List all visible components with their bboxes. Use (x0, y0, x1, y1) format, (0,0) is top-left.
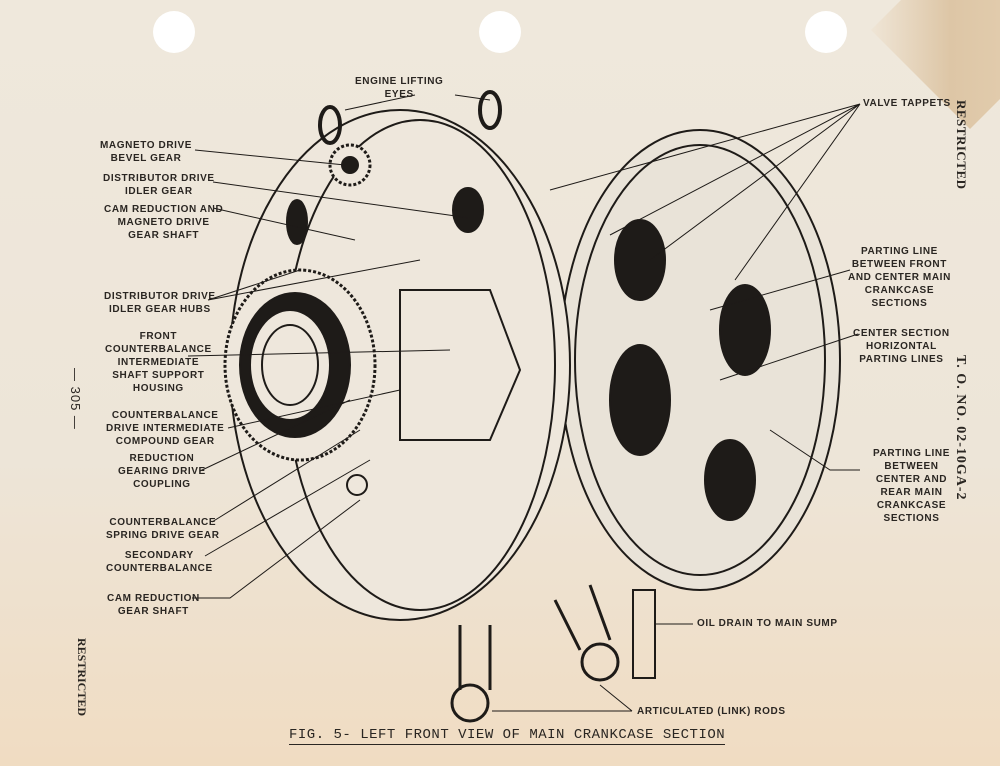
cylinder-pad (719, 284, 771, 376)
label-parting-line-front-center: PARTING LINE BETWEEN FRONT AND CENTER MA… (848, 246, 951, 309)
binder-hole (479, 11, 521, 53)
label-reduction-gearing-coupling: REDUCTION GEARING DRIVE COUPLING (118, 453, 206, 490)
label-articulated-rods: ARTICULATED (LINK) RODS (637, 706, 786, 717)
figure-caption: FIG. 5- LEFT FRONT VIEW OF MAIN CRANKCAS… (289, 727, 726, 745)
label-oil-drain: OIL DRAIN TO MAIN SUMP (697, 618, 838, 629)
label-secondary-counterbalance: SECONDARY COUNTERBALANCE (106, 550, 213, 574)
articulated-rod (458, 625, 492, 690)
tech-order-number: T. O. NO. 02-10GA-2 (953, 355, 968, 501)
cylinder-pad (614, 219, 666, 301)
oil-drain-tube (632, 589, 656, 679)
label-center-section-horizontal: CENTER SECTION HORIZONTAL PARTING LINES (853, 328, 950, 365)
label-distributor-drive-idler-hubs: DISTRIBUTOR DRIVE IDLER GEAR HUBS (104, 291, 216, 315)
label-cam-reduction-magneto-shaft: CAM REDUCTION AND MAGNETO DRIVE GEAR SHA… (104, 204, 224, 241)
restricted-marking-bottom: RESTRICTED (75, 638, 89, 717)
cylinder-pad (609, 344, 671, 456)
label-distributor-drive-idler-gear: DISTRIBUTOR DRIVE IDLER GEAR (103, 173, 215, 197)
label-cam-reduction-gear-shaft: CAM REDUCTION GEAR SHAFT (107, 593, 200, 617)
rear-crankcase-section (559, 129, 841, 591)
lifting-eye (478, 90, 502, 130)
cylinder-pad (704, 439, 756, 521)
label-counterbalance-compound-gear: COUNTERBALANCE DRIVE INTERMEDIATE COMPOU… (106, 410, 225, 447)
label-counterbalance-spring-gear: COUNTERBALANCE SPRING DRIVE GEAR (106, 517, 220, 541)
restricted-marking-top: RESTRICTED (954, 100, 969, 190)
lifting-eye (318, 105, 342, 145)
articulated-rod (553, 584, 612, 651)
label-magneto-drive-bevel-gear: MAGNETO DRIVE BEVEL GEAR (100, 140, 193, 164)
label-valve-tappets: VALVE TAPPETS (863, 98, 951, 109)
page-number: — 305 — (68, 368, 83, 430)
label-front-counterbalance-housing: FRONT COUNTERBALANCE INTERMEDIATE SHAFT … (105, 331, 212, 394)
label-parting-line-center-rear: PARTING LINE BETWEEN CENTER AND REAR MAI… (873, 448, 951, 524)
label-engine-lifting-eyes: ENGINE LIFTING EYES (355, 76, 444, 100)
binder-hole (805, 11, 847, 53)
binder-hole (153, 11, 195, 53)
